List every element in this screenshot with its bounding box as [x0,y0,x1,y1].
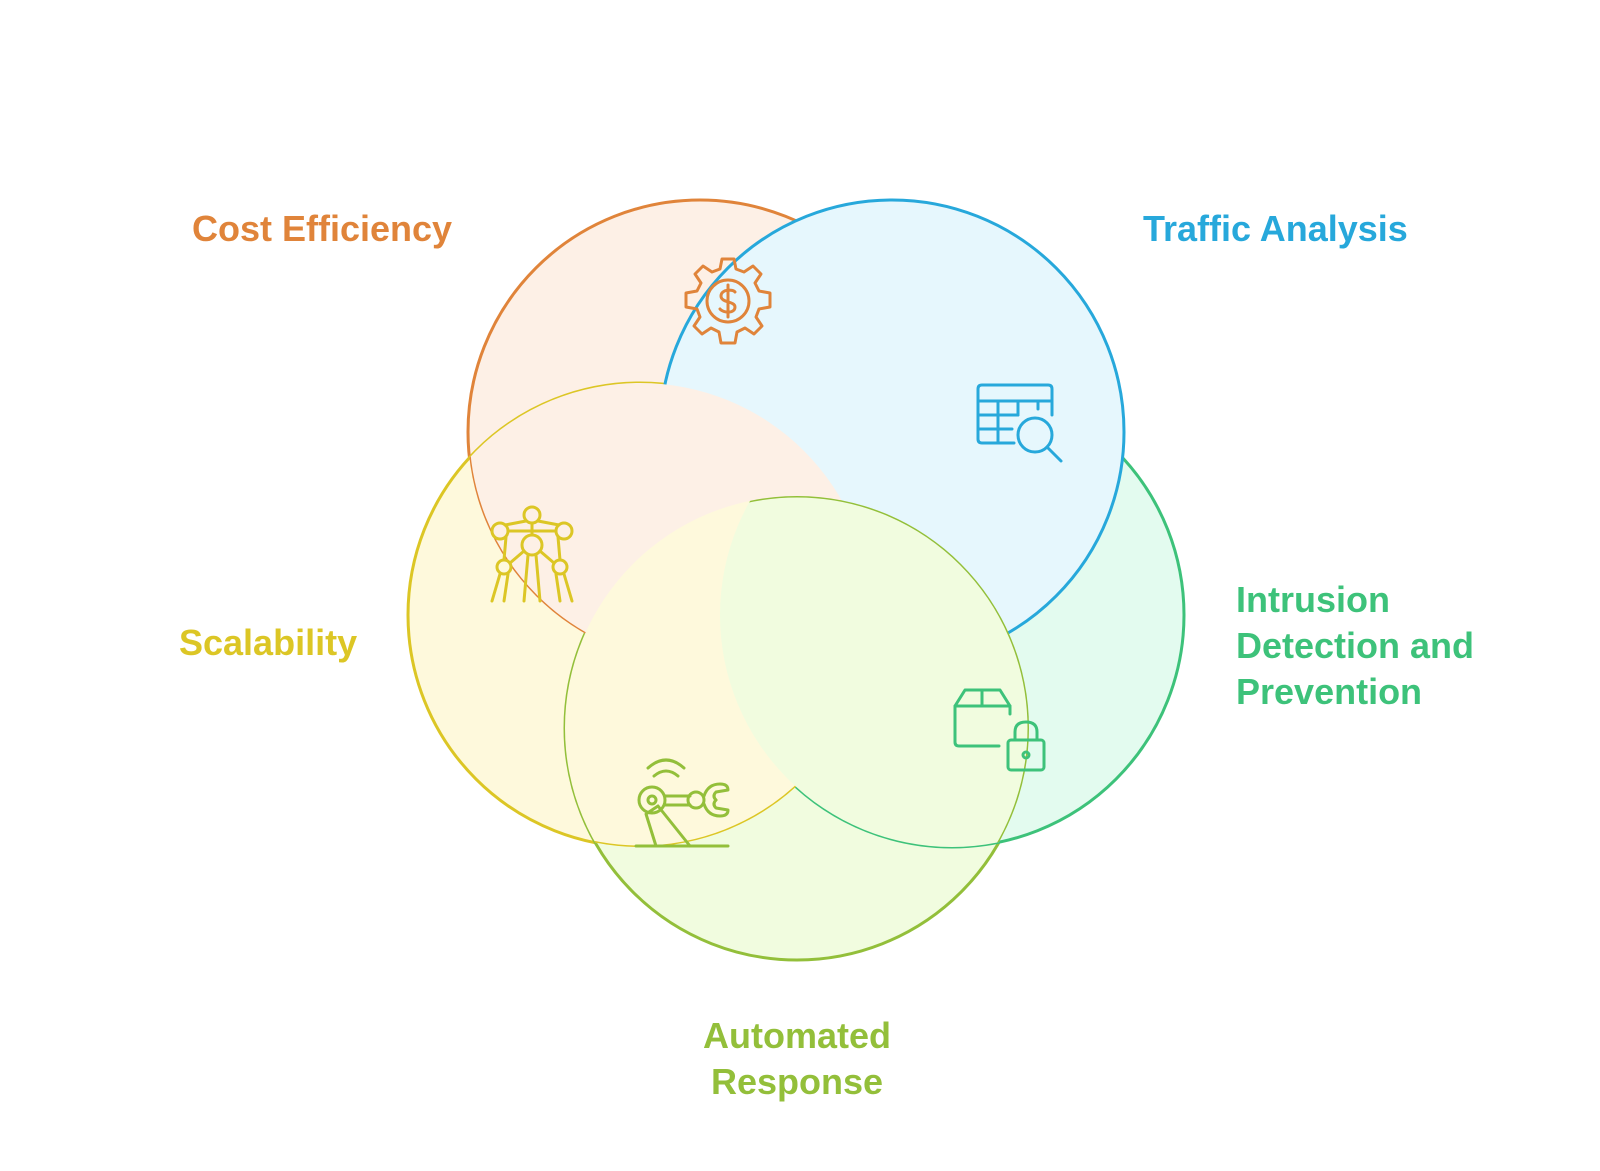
label-line: Intrusion [1236,579,1390,620]
label-line: Automated [703,1015,891,1056]
label-intrusion-detection: Intrusion Detection and Prevention [1236,577,1474,715]
network-tower-icon [490,505,574,603]
label-traffic-analysis: Traffic Analysis [1143,206,1408,252]
box-lock-icon [953,688,1046,772]
label-line: Cost Efficiency [192,208,453,249]
robotic-arm-icon [634,758,730,848]
label-scalability: Scalability [179,620,357,666]
label-cost-efficiency: Cost Efficiency [192,206,452,252]
label-automated-response: Automated Response [697,1013,897,1105]
label-line: Response [710,1061,884,1102]
label-line: Scalability [179,622,358,663]
table-search-icon [976,383,1063,463]
label-line: Traffic Analysis [1143,208,1408,249]
label-line: Prevention [1236,671,1423,712]
dollar-gear-icon [684,257,772,345]
label-line: Detection and [1236,625,1475,666]
